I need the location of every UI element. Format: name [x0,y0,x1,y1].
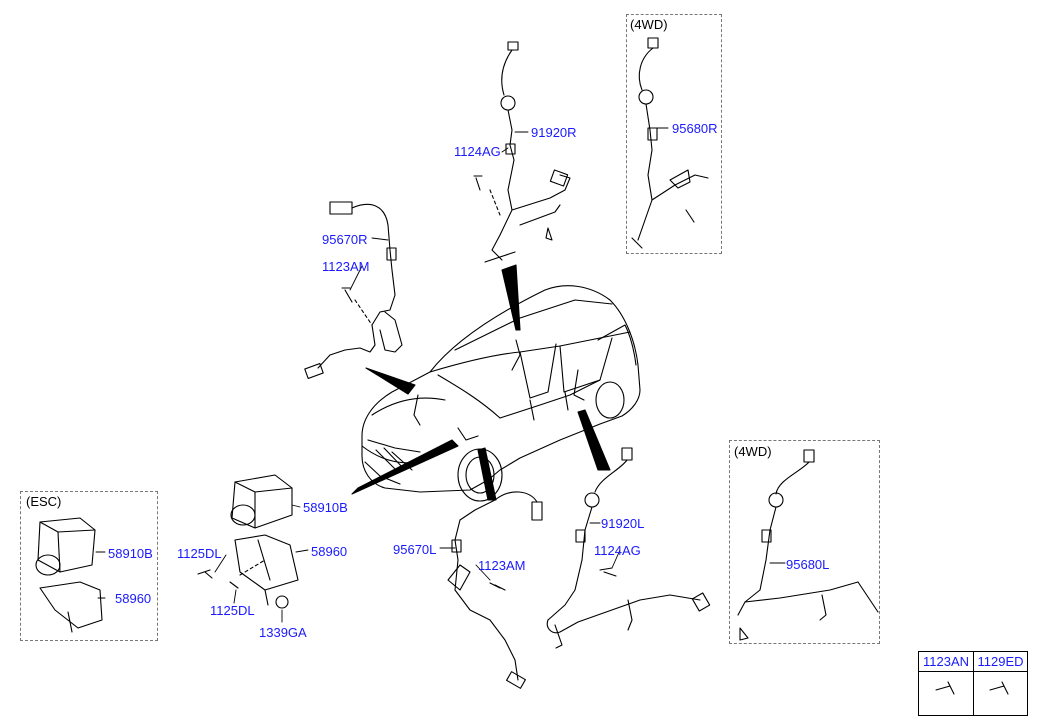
part-label-95680R[interactable]: 95680R [672,121,718,136]
part-label-91920R[interactable]: 91920R [531,125,577,140]
harness-details [413,339,585,441]
part-label-95670R[interactable]: 95670R [322,232,368,247]
part-label-1125DL-a[interactable]: 1125DL [177,546,222,561]
esc-group-box [20,491,158,641]
part-label-1124AG-bottom[interactable]: 1124AG [594,543,641,558]
table-divider [973,652,974,715]
4wd-rear-left-title: (4WD) [734,444,772,459]
part-label-58910B-esc[interactable]: 58910B [108,546,153,561]
part-label-1124AG-top[interactable]: 1124AG [454,144,501,159]
table-fastener-icons [935,681,1009,695]
table-header-1129ED[interactable]: 1129ED [974,652,1027,672]
4wd-rear-left-box [729,440,880,644]
sensor-95670L-art [447,491,543,689]
part-label-1123AM-bottom[interactable]: 1123AM [478,558,526,573]
table-header-1123AN[interactable]: 1123AN [919,652,973,672]
sensor-91920R-art [473,41,571,263]
part-label-58960-esc[interactable]: 58960 [115,591,152,606]
part-label-95680L[interactable]: 95680L [786,557,830,572]
part-label-58960-main[interactable]: 58960 [311,544,348,559]
part-label-95670L[interactable]: 95670L [393,542,437,557]
fastener-table: 1123AN 1129ED [918,651,1028,716]
sensor-95680R-art [631,37,709,249]
part-label-1123AM-top[interactable]: 1123AM [322,259,370,274]
part-label-1339GA[interactable]: 1339GA [259,625,307,640]
part-label-91920L[interactable]: 91920L [601,516,645,531]
esc-group-title: (ESC) [26,494,62,509]
abs-module-main-art [197,474,299,609]
part-label-1125DL-b[interactable]: 1125DL [210,603,255,618]
4wd-rear-right-title: (4WD) [630,17,668,32]
leader-lines [95,127,786,623]
esc-module-art [35,517,103,633]
sensor-95680L-art [737,449,879,641]
sensor-95670R-art [304,201,403,379]
4wd-rear-right-box [626,14,722,254]
pointer-wedges [351,264,611,501]
sensor-91920L-art [546,447,711,649]
part-label-58910B-main[interactable]: 58910B [303,500,348,515]
